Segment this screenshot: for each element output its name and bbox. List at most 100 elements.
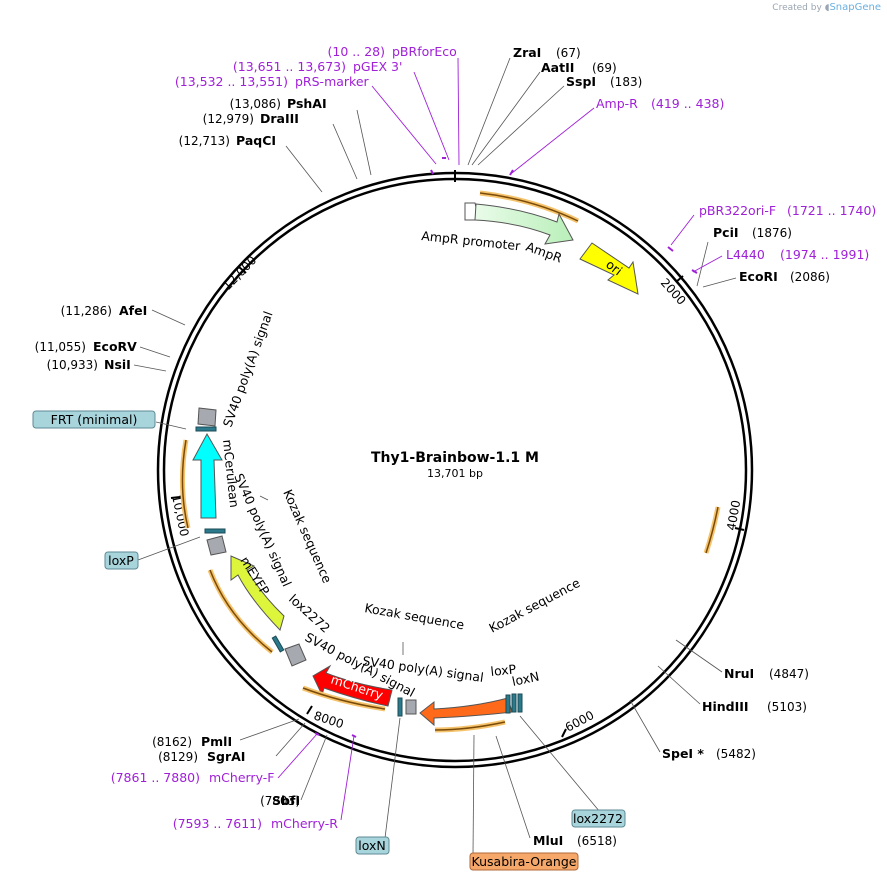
site-pcii[interactable]: PciI	[713, 225, 739, 240]
plasmid-size: 13,701 bp	[427, 467, 483, 480]
meyfp-orf-line	[209, 569, 273, 653]
primer-mark-mcherryr	[351, 734, 357, 738]
site-nsii[interactable]: NsiI	[104, 357, 131, 372]
primer-prsmarker-pos: (13,532 .. 13,551)	[175, 74, 288, 89]
site-sspi[interactable]: SspI	[566, 74, 596, 89]
leader-loxp	[137, 536, 201, 561]
site-afei[interactable]: AfeI	[119, 303, 147, 318]
pleader-pbr322orif	[670, 214, 695, 246]
ampr-arrow	[474, 203, 574, 245]
kusabira-orf-line	[434, 721, 506, 731]
leader-hindiii	[657, 665, 701, 705]
sv40-block-3	[284, 643, 307, 667]
site-sgrai-pos: (8129)	[158, 750, 198, 764]
site-sbfi[interactable]: SbfI	[272, 793, 300, 808]
ampr-promoter-label: AmpR promoter	[421, 228, 522, 253]
primer-mark-pbr	[667, 246, 674, 252]
site-pshai[interactable]: PshAI	[287, 96, 327, 111]
primer-ampr[interactable]: Amp-R	[596, 96, 638, 111]
loxp-marker-left	[204, 528, 226, 534]
leader-ecorv	[139, 346, 171, 358]
leader-aatii	[471, 71, 541, 166]
leader-afei	[151, 309, 186, 326]
site-aatii-pos: (69)	[592, 61, 617, 75]
site-spei-pos: (5482)	[716, 747, 756, 761]
primer-pbr322orif[interactable]: pBR322ori-F	[699, 203, 776, 218]
tick-label-8000: 8000	[312, 709, 345, 732]
sv40-label-1: SV40 poly(A) signal	[220, 309, 276, 429]
site-afei-pos: (11,286)	[61, 304, 112, 318]
leader-draiii	[332, 123, 358, 180]
pleader-ampr	[511, 107, 595, 174]
site-paqci[interactable]: PaqCI	[236, 133, 276, 148]
tick-label-10000: 10,000	[169, 494, 191, 538]
site-ecorv-pos: (11,055)	[35, 340, 86, 354]
primer-mcherryf[interactable]: mCherry-F	[209, 770, 274, 785]
ori-arrow	[579, 242, 639, 295]
site-nrui[interactable]: NruI	[724, 666, 754, 681]
site-ecorv[interactable]: EcoRV	[93, 339, 137, 354]
site-draiii-pos: (12,979)	[203, 112, 254, 126]
leader-lox2272	[519, 715, 601, 813]
site-zrai[interactable]: ZraI	[513, 45, 541, 60]
leader-sbfi	[300, 734, 328, 801]
primer-pgex3-pos: (13,651 .. 13,673)	[233, 59, 346, 74]
loxn-marker-right	[511, 693, 517, 713]
site-paqci-pos: (12,713)	[179, 134, 230, 148]
leader-zrai	[467, 57, 511, 166]
primer-pgex3[interactable]: pGEX 3'	[353, 59, 402, 74]
site-ecori[interactable]: EcoRI	[739, 269, 778, 284]
site-hindiii[interactable]: HindIII	[702, 699, 749, 714]
primer-ampr-pos: (419 .. 438)	[651, 96, 724, 111]
primer-mcherryr-pos: (7593 .. 7611)	[173, 816, 262, 831]
primer-pbrforeco[interactable]: pBRforEco	[392, 44, 457, 59]
pleader-l4440	[692, 255, 723, 273]
loxp-inner-label: loxP	[490, 661, 518, 679]
site-spei[interactable]: SpeI *	[662, 746, 704, 761]
site-mlui-pos: (6518)	[577, 834, 617, 848]
lox2272-box[interactable]	[571, 809, 626, 828]
mcerulean-arrow	[192, 432, 223, 519]
pleader-pbrforeco	[457, 57, 460, 166]
kozak-1-leader	[259, 495, 269, 501]
site-ecori-pos: (2086)	[790, 270, 830, 284]
sv40-block-bottom	[405, 699, 417, 715]
primer-pbrforeco-pos: (10 .. 28)	[328, 44, 385, 59]
primer-pbr322orif-pos: (1721 .. 1740)	[787, 203, 876, 218]
snapgene-credit: Created by ◖SnapGene	[772, 2, 881, 13]
loxn-label: loxN	[358, 838, 385, 853]
primer-l4440-pos: (1974 .. 1991)	[780, 247, 869, 262]
pleader-pgex3	[413, 71, 450, 161]
site-sgrai[interactable]: SgrAI	[207, 749, 245, 764]
pleader-prsmarker	[371, 85, 437, 165]
primer-prsmarker[interactable]: pRS-marker	[295, 74, 370, 89]
primer-mcherryf-pos: (7861 .. 7880)	[111, 770, 200, 785]
leader-nsii	[133, 364, 167, 372]
primer-l4440[interactable]: L4440	[726, 247, 765, 262]
kozak-label-2: Kozak sequence	[363, 600, 465, 632]
plasmid-name: Thy1-Brainbow-1.1 M	[371, 450, 539, 466]
leader-kusabira	[472, 734, 475, 856]
mcherry-orf-line	[302, 687, 386, 710]
leader-spei	[629, 699, 661, 753]
site-pmli[interactable]: PmlI	[201, 734, 232, 749]
lox2272-label: lox2272	[573, 811, 623, 826]
primer-mark-ampr	[509, 169, 514, 176]
leader-ecori	[702, 277, 737, 288]
site-draiii[interactable]: DraIII	[260, 111, 299, 126]
loxn-box[interactable]	[355, 836, 390, 855]
primer-mark-l4440	[691, 269, 698, 274]
leader-frt	[155, 421, 187, 430]
site-sspi-pos: (183)	[610, 75, 642, 89]
leader-paqci	[285, 145, 323, 193]
primer-leaders	[277, 57, 723, 821]
leader-loxn	[384, 717, 401, 839]
site-mlui[interactable]: MluI	[533, 833, 563, 848]
loxp-box[interactable]	[104, 551, 139, 570]
lox2272-marker-left	[271, 635, 285, 653]
site-aatii[interactable]: AatII	[541, 60, 574, 75]
frt-box[interactable]	[32, 410, 156, 429]
primer-mcherryr[interactable]: mCherry-R	[271, 816, 338, 831]
kusabira-box[interactable]	[469, 852, 579, 871]
